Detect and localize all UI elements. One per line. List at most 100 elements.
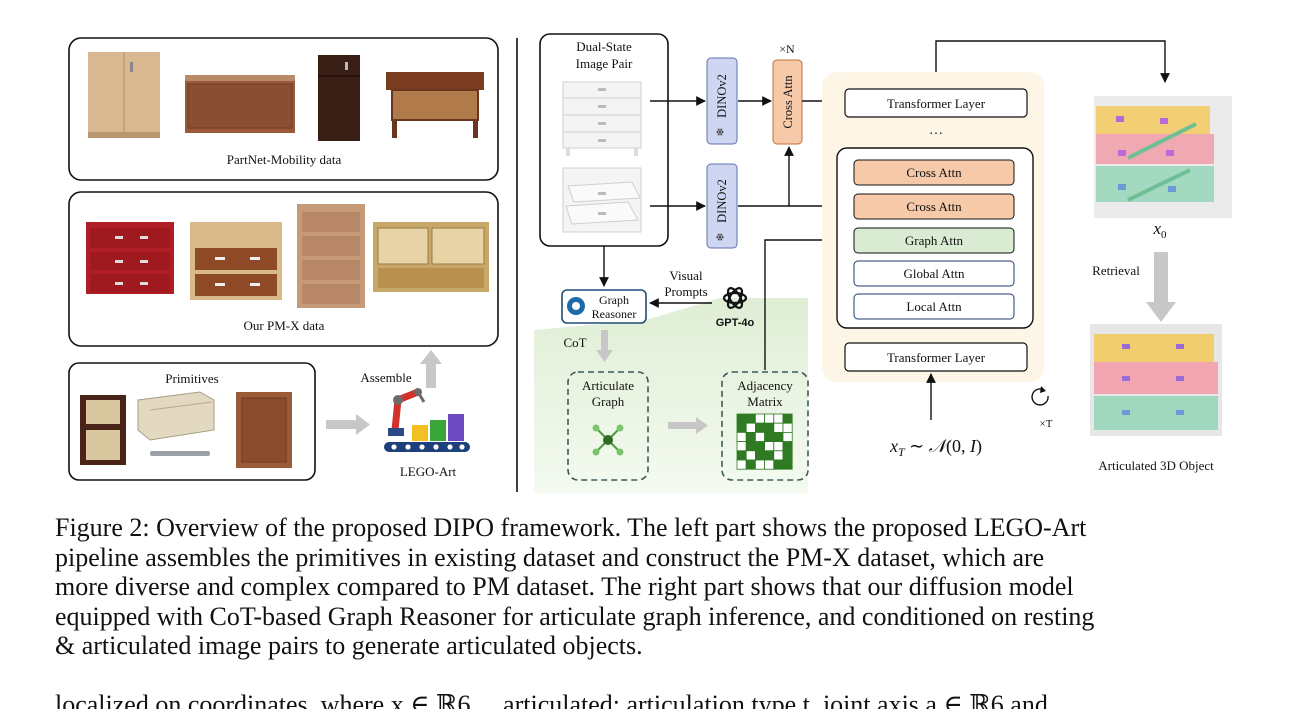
matrix-cell: [773, 459, 784, 470]
matrix-cell: [782, 413, 793, 424]
matrix-cell: [782, 450, 793, 461]
primitive-door-image: [236, 392, 292, 468]
matrix-cell: [764, 450, 775, 461]
graph-network-icon: [592, 424, 624, 456]
pmx-tall-cabinet-image: [297, 204, 365, 308]
transformer-ellipsis: …: [929, 123, 943, 138]
matrix-cell: [736, 431, 747, 442]
dinov2-encoder-top: DINOv2 ❄: [706, 57, 738, 145]
pmx-red-dresser-image: [86, 222, 174, 294]
pmx-label: Our PM-X data: [244, 318, 325, 333]
cot-label: CoT: [563, 335, 586, 350]
matrix-cell: [745, 422, 756, 433]
image-pair-label-line2: Image Pair: [576, 56, 633, 71]
matrix-cell: [736, 422, 747, 433]
matrix-cell: [773, 450, 784, 461]
block-layer-graph-attn: Graph Attn: [853, 227, 1015, 254]
repeat-n-label: ×N: [779, 42, 795, 56]
caption-line: & articulated image pairs to generate ar…: [55, 631, 643, 660]
matrix-cell: [764, 431, 775, 442]
dipo-overview-figure: PartNet-Mobility data: [68, 33, 1232, 493]
block-layer-cross-attn-1: Cross Attn: [853, 159, 1015, 186]
visual-prompts-line1: Visual: [669, 268, 703, 283]
matrix-cell: [782, 459, 793, 470]
output-arrow: [935, 40, 1170, 83]
matrix-cell: [764, 459, 775, 470]
pmx-panel: Our PM-X data: [68, 191, 499, 347]
partnet-label: PartNet-Mobility data: [227, 152, 342, 167]
dinov2-encoder-bottom: DINOv2 ❄: [706, 163, 738, 249]
matrix-cell: [745, 459, 756, 470]
matrix-cell: [745, 450, 756, 461]
articulate-label-line2: Graph: [592, 394, 625, 409]
articulated-3d-object-image: [1090, 324, 1222, 436]
articulate-graph-box: Articulate Graph: [567, 371, 649, 481]
adjacency-label-line1: Adjacency: [737, 378, 793, 393]
caption-line: pipeline assembles the primitives in exi…: [55, 542, 1045, 572]
matrix-cell: [755, 450, 766, 461]
articulate-label-line1: Articulate: [582, 378, 634, 393]
adjacency-matrix-box: Adjacency Matrix: [721, 371, 809, 481]
pmx-gold-dresser-image: [373, 222, 489, 292]
matrix-cell: [755, 459, 766, 470]
block-layer-label: Local Attn: [906, 299, 962, 314]
matrix-cell: [773, 413, 784, 424]
lego-art-icon: [384, 388, 470, 452]
cross-attn-module: ×N Cross Attn: [772, 42, 803, 145]
matrix-cell: [745, 431, 756, 442]
adjacency-label-line2: Matrix: [747, 394, 783, 409]
partnet-dark-cabinet-image: [318, 55, 360, 141]
matrix-cell: [745, 413, 756, 424]
next-paragraph-fragment: localized on coordinates, where x ∈ ℝ6 ……: [55, 690, 1245, 709]
primitives-to-lego-arrow: [326, 414, 370, 435]
matrix-cell: [755, 441, 766, 452]
matrix-cell: [736, 413, 747, 424]
block-layer-label: Cross Attn: [906, 199, 962, 214]
cross-attn-vertical-label: Cross Attn: [781, 75, 795, 129]
transformer-layer-bottom: Transformer Layer: [887, 350, 986, 365]
primitive-handle-image: [150, 451, 210, 456]
partnet-mobility-panel: PartNet-Mobility data: [68, 37, 499, 181]
assemble-label: Assemble: [360, 370, 412, 385]
caption-line: more diverse and complex compared to PM …: [55, 572, 1074, 601]
matrix-cell: [745, 441, 756, 452]
primitives-label: Primitives: [165, 371, 218, 386]
partnet-cabinet-image: [88, 52, 160, 138]
matrix-cell: [782, 431, 793, 442]
snowflake-icon: ❄: [715, 232, 727, 241]
matrix-grid-icon: [736, 413, 793, 470]
diffusion-transformer-panel: Transformer Layer … Cross Attn Cross Att…: [822, 72, 1044, 382]
matrix-cell: [773, 431, 784, 442]
pmx-wood-dresser-image: [190, 222, 282, 300]
matrix-cell: [782, 422, 793, 433]
matrix-cell: [736, 450, 747, 461]
matrix-cell: [764, 413, 775, 424]
primitive-frame-image: [80, 395, 126, 465]
graph-to-matrix-arrow: [668, 417, 708, 434]
lego-art-label: LEGO-Art: [400, 464, 457, 479]
matrix-cell: [773, 422, 784, 433]
graph-reasoner: Graph Reasoner: [561, 289, 647, 324]
matrix-cell: [736, 441, 747, 452]
x0-label: x0: [1152, 219, 1167, 241]
retrieval-arrow: [1146, 252, 1176, 322]
figure-caption: Figure 2: Overview of the proposed DIPO …: [55, 513, 1245, 661]
block-layer-cross-attn-2: Cross Attn: [853, 193, 1015, 220]
block-layer-label: Graph Attn: [905, 233, 964, 248]
resting-state-image: [562, 81, 642, 156]
transformer-layer-top: Transformer Layer: [887, 96, 986, 111]
articulated-state-image: [562, 167, 642, 233]
block-layer-label: Global Attn: [903, 266, 965, 281]
next-paragraph-text: localized on coordinates, where x ∈ ℝ6 ……: [55, 690, 1048, 709]
image-pair-label-line1: Dual-State: [576, 39, 632, 54]
gpt-label: GPT-4o: [716, 317, 755, 329]
caption-line: Figure 2: Overview of the proposed DIPO …: [55, 513, 1087, 542]
block-layer-label: Cross Attn: [906, 165, 962, 180]
block-layer-local-attn: Local Attn: [853, 293, 1015, 320]
x0-object-image: [1094, 96, 1232, 218]
matrix-cell: [755, 413, 766, 424]
reasoner-label-line1: Graph: [599, 293, 629, 307]
repeat-t-label: ×T: [1040, 418, 1053, 430]
matrix-cell: [736, 459, 747, 470]
matrix-cell: [782, 441, 793, 452]
